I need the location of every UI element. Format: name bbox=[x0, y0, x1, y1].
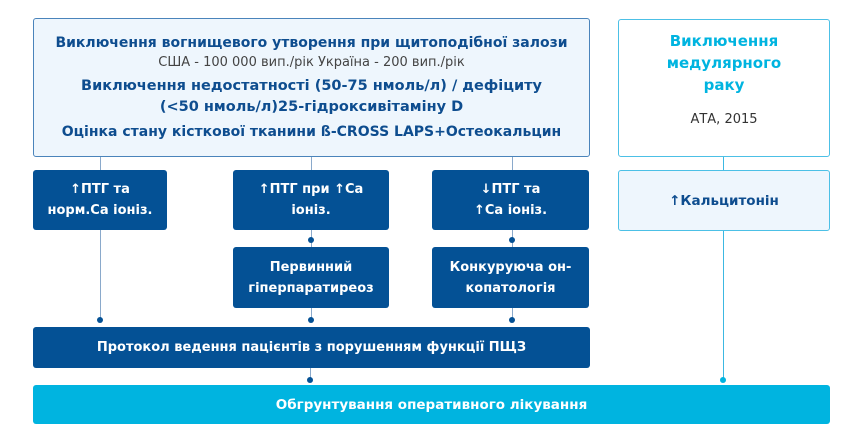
screening-line-2: США - 100 000 вип./рік Україна - 200 вип… bbox=[158, 54, 465, 70]
connector-dot bbox=[509, 237, 515, 243]
ptg-low-ca-label: ↓ПТГ та ↑Са іоніз. bbox=[473, 182, 548, 218]
ptg-high-ca-label: ↑ПТГ при ↑Са іоніз. bbox=[258, 182, 364, 218]
screening-box: Виключення вогнищевого утворення при щит… bbox=[33, 18, 590, 157]
medullary-cancer-box: Виключення медулярного раку АТА, 2015 bbox=[618, 19, 830, 157]
ptg-normal-ca-label: ↑ПТГ та норм.Са іоніз. bbox=[47, 182, 153, 218]
connector-dot bbox=[307, 377, 313, 383]
primary-hyperparathyroidism-label: Первинний гіперпаратиреоз bbox=[248, 259, 374, 296]
competing-oncopathology-box: Конкуруюча он-копатологія bbox=[432, 247, 589, 308]
connector-dot bbox=[97, 317, 103, 323]
connector-line bbox=[100, 157, 101, 322]
surgical-justification-label: Обгрунтування оперативного лікування bbox=[275, 396, 588, 413]
connector-line bbox=[723, 157, 724, 382]
connector-dot bbox=[308, 317, 314, 323]
surgical-justification-bar: Обгрунтування оперативного лікування bbox=[33, 385, 830, 424]
competing-oncopathology-label: Конкуруюча он-копатологія bbox=[449, 259, 572, 296]
ptg-normal-ca-box: ↑ПТГ та норм.Са іоніз. bbox=[33, 170, 167, 230]
protocol-label: Протокол ведення пацієнтів з порушенням … bbox=[96, 340, 527, 355]
medullary-title: Виключення медулярного раку bbox=[666, 32, 782, 94]
connector-line bbox=[310, 368, 311, 382]
protocol-box: Протокол ведення пацієнтів з порушенням … bbox=[33, 327, 590, 368]
connector-dot bbox=[720, 377, 726, 383]
ptg-low-ca-box: ↓ПТГ та ↑Са іоніз. bbox=[432, 170, 589, 230]
screening-line-4: Оцінка стану кісткової тканини ß-CROSS L… bbox=[61, 123, 562, 140]
screening-line-3: Виключення недостатності (50-75 нмоль/л)… bbox=[81, 77, 542, 115]
connector-dot bbox=[308, 237, 314, 243]
primary-hyperparathyroidism-box: Первинний гіперпаратиреоз bbox=[233, 247, 389, 308]
calcitonin-box: ↑Кальцитонін bbox=[618, 170, 830, 231]
calcitonin-label: ↑Кальцитонін bbox=[669, 192, 779, 209]
medullary-source: АТА, 2015 bbox=[690, 112, 758, 127]
screening-line-1: Виключення вогнищевого утворення при щит… bbox=[55, 34, 568, 51]
ptg-high-ca-box: ↑ПТГ при ↑Са іоніз. bbox=[233, 170, 389, 230]
connector-dot bbox=[509, 317, 515, 323]
